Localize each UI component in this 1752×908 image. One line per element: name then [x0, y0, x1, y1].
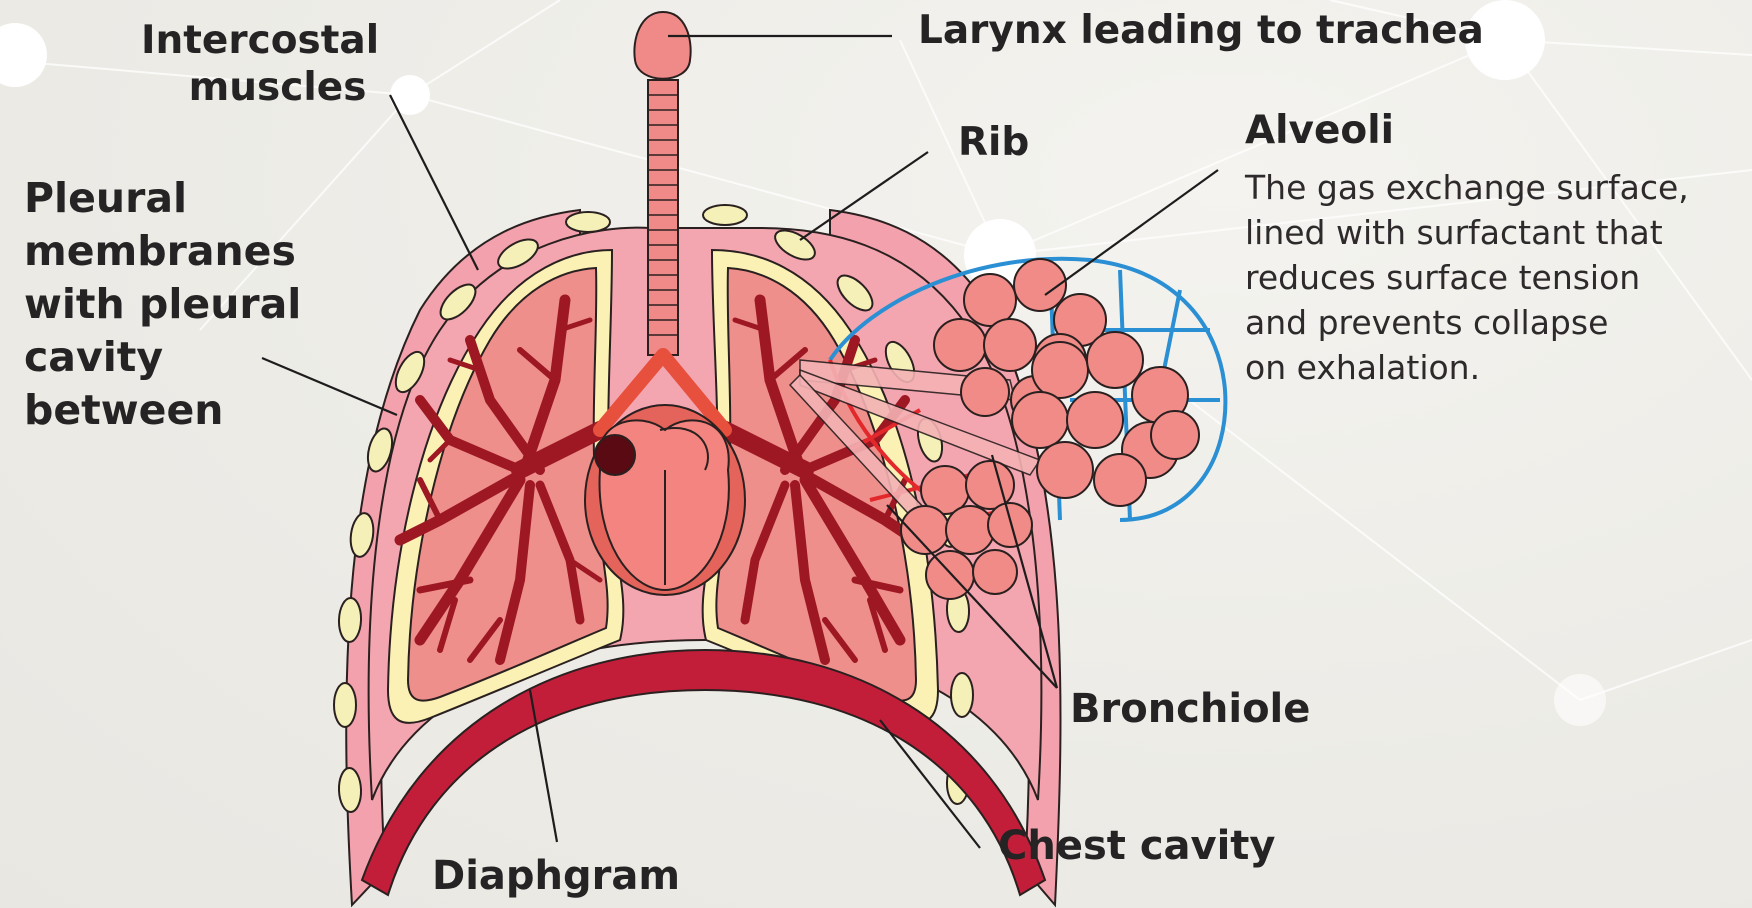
label-larynx: Larynx leading to trachea [918, 8, 1484, 55]
label-intercostal-muscles: Intercostal muscles [141, 18, 379, 112]
label-intercostal-line2: muscles [141, 65, 379, 112]
label-bronchiole: Bronchiole [1070, 685, 1310, 733]
label-alveoli: Alveoli [1245, 108, 1394, 155]
label-pleural-membranes: Pleural membranes with pleural cavity be… [24, 172, 301, 437]
alveoli-desc-line: on exhalation. [1245, 345, 1689, 390]
label-rib: Rib [958, 120, 1029, 167]
alveoli-description: The gas exchange surface, lined with sur… [1245, 165, 1689, 390]
larynx-shape [634, 12, 690, 79]
alveoli-desc-line: The gas exchange surface, [1245, 165, 1689, 210]
label-intercostal-line1: Intercostal [141, 18, 379, 65]
pleural-line: membranes [24, 225, 301, 278]
pleural-line: Pleural [24, 172, 301, 225]
pleural-line: cavity [24, 331, 301, 384]
pleural-line: between [24, 384, 301, 437]
alveoli-desc-line: lined with surfactant that [1245, 210, 1689, 255]
alveoli-desc-line: reduces surface tension [1245, 255, 1689, 300]
alveoli-desc-line: and prevents collapse [1245, 300, 1689, 345]
leader-intercostal [390, 95, 478, 270]
label-chest-cavity: Chest cavity [998, 822, 1276, 870]
heart [585, 405, 745, 595]
alveoli-cluster-middle [1012, 332, 1199, 506]
pleural-line: with pleural [24, 278, 301, 331]
label-diaphragm: Diaphgram [432, 852, 680, 900]
